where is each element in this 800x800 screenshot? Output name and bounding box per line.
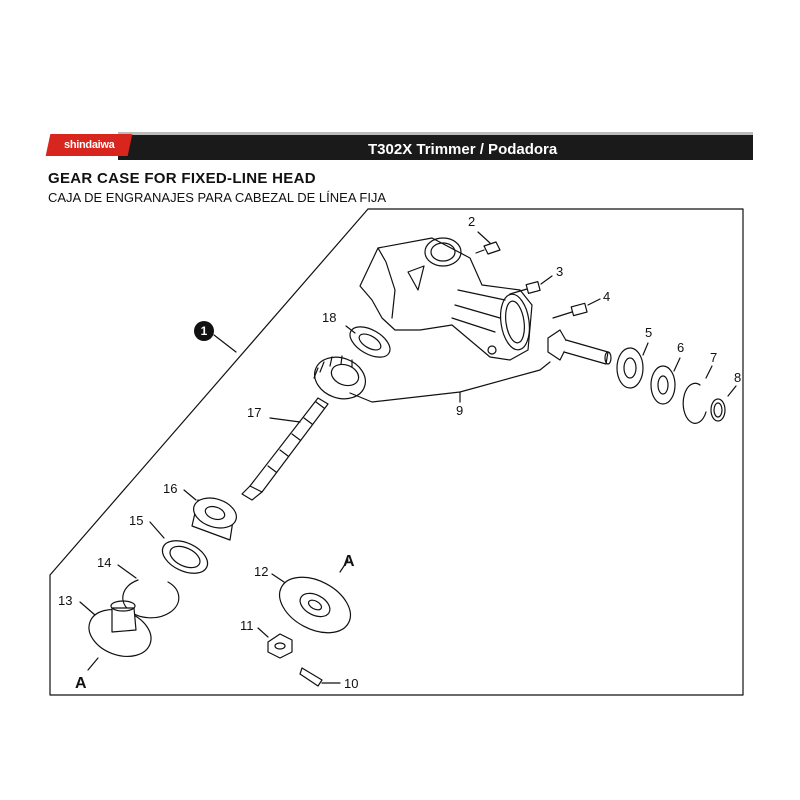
bolt-2: [475, 231, 501, 255]
gear-housing: [359, 237, 533, 361]
title-bar: T302X Trimmer / Podadora: [118, 132, 753, 160]
snap-ring-7: [682, 365, 713, 424]
callout-13: 13: [58, 593, 73, 608]
washer-15: [149, 521, 209, 574]
callout-6: 6: [677, 340, 685, 355]
callout-3: 3: [556, 264, 564, 279]
assembly-frame: [49, 208, 744, 696]
assembly-badge: 1: [194, 321, 214, 341]
callout-10: 10: [344, 676, 359, 691]
spindle-shaft-17: [241, 397, 329, 501]
bracket-9: [349, 361, 551, 403]
nut-11: [257, 627, 293, 659]
cotter-pin-10: [299, 667, 341, 687]
circlip-14: [117, 564, 180, 619]
washer-8: [710, 385, 737, 422]
callout-18: 18: [322, 310, 337, 325]
callout-7: 7: [710, 350, 718, 365]
section-title: GEAR CASE FOR FIXED-LINE HEAD: [48, 170, 316, 187]
callout-4: 4: [603, 289, 611, 304]
bearing-18: [345, 325, 391, 358]
callout-11: 11: [240, 618, 254, 633]
callout-9: 9: [456, 403, 464, 418]
bolt-4: [552, 298, 601, 319]
callout-5: 5: [645, 325, 653, 340]
callout-12: 12: [254, 564, 269, 579]
leader-1: [213, 334, 237, 353]
section-subtitle: CAJA DE ENGRANAJES PARA CABEZAL DE LÍNEA…: [48, 190, 387, 205]
holder-13: [79, 600, 152, 671]
pinion-gear: [547, 329, 612, 365]
reference-mark-a-bottom: A: [75, 675, 87, 692]
callout-16: 16: [163, 481, 178, 496]
header-banner: T302X Trimmer / Podadora shindaiwa: [45, 132, 753, 160]
callout-2: 2: [468, 214, 476, 229]
bevel-gear-large: [313, 355, 366, 400]
callout-15: 15: [129, 513, 144, 528]
callout-17: 17: [247, 405, 262, 420]
bearing-16: [183, 489, 237, 541]
bearing-5: [616, 342, 649, 389]
callout-8: 8: [734, 370, 742, 385]
bearing-6: [650, 357, 681, 405]
callout-14: 14: [97, 555, 112, 570]
plate-12: [271, 559, 351, 634]
reference-mark-a-top: A: [343, 553, 355, 570]
page-title: T302X Trimmer / Podadora: [368, 141, 558, 158]
bolt-3: [509, 275, 553, 295]
